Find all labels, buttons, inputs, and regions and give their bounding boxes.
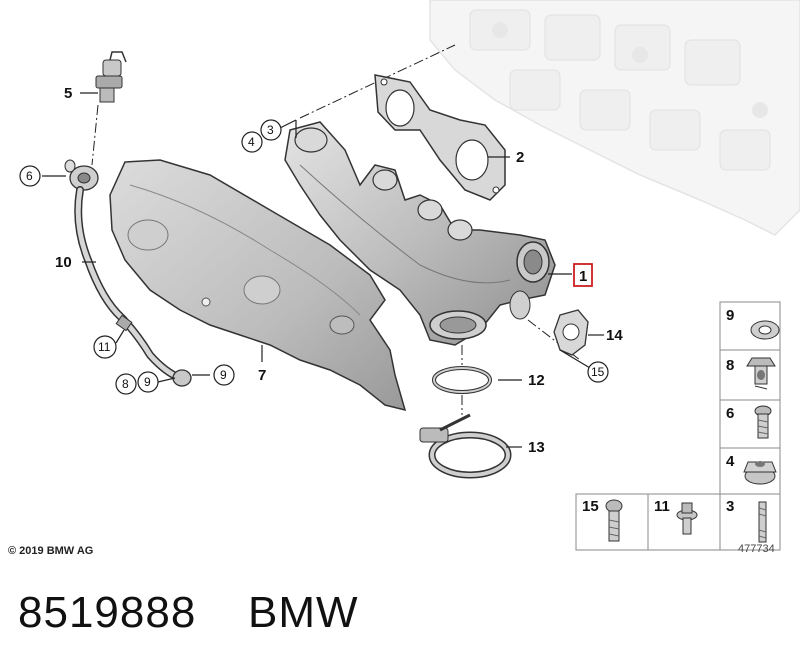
circled-callout-3: 3 [260,119,282,141]
legend-num-15: 15 [582,498,599,515]
circled-callout-11: 11 [93,335,117,359]
callout-14: 14 [606,327,623,344]
brand-name: BMW [248,588,359,637]
legend-num-6: 6 [726,405,734,422]
banjo-bolt-icon [746,357,776,390]
callout-8: 8 [122,377,129,391]
stud-icon [758,501,767,543]
legend-num-8: 8 [726,357,734,374]
circled-callout-6: 6 [19,165,41,187]
hex-bolt-icon [754,405,772,439]
leader-lines [42,92,604,448]
gasket-part-2 [374,74,506,201]
part-number: 8519888 [18,588,197,637]
fitting-part-6 [64,159,99,191]
callout-1: 1 [579,268,587,285]
gasket-part-14 [553,309,589,356]
callout-4: 4 [248,135,255,149]
callout-7: 7 [258,367,266,384]
legend-num-9: 9 [726,307,734,324]
callout-3: 3 [267,123,274,137]
washer-icon [750,320,780,340]
callout-10: 10 [55,254,72,271]
torx-screw-icon [605,499,623,542]
cylinder-head-drawing [429,0,800,236]
diagram-ref-number: 477734 [738,543,775,555]
callout-15: 15 [591,365,605,379]
sensor-part-5 [95,51,127,103]
callout-11: 11 [98,340,111,354]
collar-nut-icon [743,461,777,485]
clamp-part-13 [419,413,512,479]
legend-num-3: 3 [726,498,734,515]
circled-callout-9a: 9 [137,371,159,393]
circled-callout-8: 8 [115,373,137,395]
callout-13: 13 [528,439,545,456]
callout-9b: 9 [220,368,227,382]
legend-num-11: 11 [654,498,670,515]
callout-5: 5 [64,85,72,102]
parts-legend: 9 8 6 4 15 11 3 [575,301,781,551]
exhaust-manifold-part-1 [284,121,556,346]
sealing-ring-part-12 [432,366,492,394]
callout-2: 2 [516,149,524,166]
circled-callout-4: 4 [241,131,263,153]
legend-num-4: 4 [726,453,735,470]
callout-12: 12 [528,372,545,389]
heat-shield-part-7 [109,159,407,412]
callout-9a: 9 [144,375,151,389]
callout-6: 6 [26,169,33,183]
circled-callout-9b: 9 [213,364,235,386]
callout-1-highlight: 1 [573,263,593,287]
copyright-text: © 2019 BMW AG [8,545,93,557]
circled-callout-15: 15 [587,361,609,383]
flange-bolt-icon [676,502,698,535]
